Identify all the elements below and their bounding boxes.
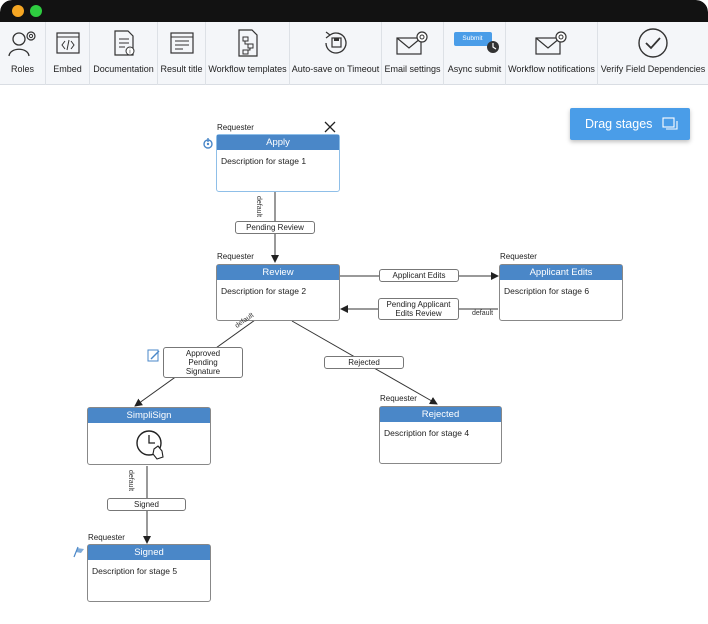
async-submit-button[interactable]: Submit Async submit	[444, 22, 506, 85]
email-settings-icon	[395, 31, 428, 55]
email-settings-label: Email settings	[384, 64, 441, 74]
roles-button[interactable]: Roles	[0, 22, 46, 85]
stage-rejected[interactable]: Rejected Description for stage 4	[379, 406, 502, 464]
verify-field-dependencies-label: Verify Field Dependencies	[600, 64, 706, 74]
edge-pending-review[interactable]: Pending Review	[235, 221, 315, 234]
minimize-dot[interactable]	[12, 5, 24, 17]
verify-icon	[638, 28, 668, 58]
edge-approved-line1: Approved	[185, 349, 221, 358]
close-icon[interactable]	[324, 121, 336, 133]
stage-rejected-description: Description for stage 4	[384, 428, 470, 438]
edge-pending-applicant-edits-review[interactable]: Pending Applicant Edits Review	[378, 298, 459, 320]
async-submit-icon: Submit	[450, 30, 500, 56]
embed-icon	[55, 32, 80, 54]
result-title-icon	[169, 32, 194, 54]
auto-save-button[interactable]: Auto-save on Timeout	[290, 22, 382, 85]
edge-rejected[interactable]: Rejected	[324, 356, 404, 369]
edge-default-tag-simplisign: default	[127, 470, 134, 492]
workflow-notifications-label: Workflow notifications	[508, 64, 595, 74]
toolbar: Roles Embed i	[0, 22, 708, 85]
stage-review-description: Description for stage 2	[221, 286, 307, 296]
rejected-role: Requester	[380, 394, 417, 403]
drag-stages-icon	[662, 117, 678, 130]
edge-approved-line2: Pending	[188, 358, 218, 367]
result-title-label: Result title	[160, 64, 203, 74]
email-settings-button[interactable]: Email settings	[382, 22, 444, 85]
documentation-button[interactable]: i Documentation	[90, 22, 158, 85]
documentation-label: Documentation	[93, 64, 154, 74]
drag-stages-button[interactable]: Drag stages	[570, 108, 690, 140]
stage-applicant-edits-description: Description for stage 6	[504, 286, 590, 296]
stage-apply[interactable]: Apply Description for stage 1	[216, 134, 340, 192]
auto-save-icon	[324, 31, 347, 54]
apply-role: Requester	[217, 123, 254, 132]
workflow-notifications-icon	[534, 31, 567, 55]
stage-signed[interactable]: Signed Description for stage 5	[87, 544, 211, 602]
edge-default-tag-applicant: default	[472, 310, 494, 317]
edge-signed[interactable]: Signed	[107, 498, 186, 511]
stage-review[interactable]: Review Description for stage 2	[216, 264, 340, 321]
review-role: Requester	[217, 252, 254, 261]
edge-pending-applicant-edits-review-line1: Pending Applicant	[386, 300, 451, 309]
stage-apply-description: Description for stage 1	[221, 156, 307, 166]
signature-edit-icon	[147, 349, 160, 362]
svg-text:i: i	[129, 49, 131, 56]
auto-save-label: Auto-save on Timeout	[291, 64, 380, 74]
stage-simplisign[interactable]: SimpliSign	[87, 407, 211, 465]
finish-flag-icon	[73, 546, 84, 558]
result-title-button[interactable]: Result title	[158, 22, 206, 85]
stage-applicant-edits[interactable]: Applicant Edits Description for stage 6	[499, 264, 623, 321]
stage-signed-title: Signed	[88, 545, 210, 560]
stage-apply-title: Apply	[217, 135, 339, 150]
stage-signed-description: Description for stage 5	[92, 566, 178, 576]
edge-pending-applicant-edits-review-line2: Edits Review	[395, 309, 442, 318]
clock-hand-icon	[136, 430, 164, 460]
workflow-templates-icon	[237, 29, 258, 57]
signed-role: Requester	[88, 533, 125, 542]
embed-label: Embed	[53, 64, 82, 74]
embed-button[interactable]: Embed	[46, 22, 90, 85]
roles-icon	[7, 31, 36, 57]
applicant-edits-role: Requester	[500, 252, 537, 261]
workflow-templates-button[interactable]: Workflow templates	[206, 22, 290, 85]
workflow-notifications-button[interactable]: Workflow notifications	[506, 22, 598, 85]
submit-badge: Submit	[453, 32, 492, 46]
title-bar	[0, 0, 708, 22]
edge-default-tag: default	[255, 196, 262, 218]
stage-simplisign-title: SimpliSign	[88, 408, 210, 423]
stage-applicant-edits-title: Applicant Edits	[500, 265, 622, 280]
roles-label: Roles	[10, 64, 34, 74]
edge-approved-line3: Signature	[185, 367, 221, 376]
start-stage-icon	[203, 138, 213, 149]
documentation-icon: i	[113, 30, 134, 56]
stage-review-title: Review	[217, 265, 339, 280]
drag-stages-label: Drag stages	[585, 117, 653, 131]
workflow-templates-label: Workflow templates	[208, 64, 287, 74]
async-submit-label: Async submit	[447, 64, 502, 74]
edge-applicant-edits[interactable]: Applicant Edits	[379, 269, 459, 282]
edge-approved-pending-signature[interactable]: Approved Pending Signature	[163, 347, 243, 378]
stage-rejected-title: Rejected	[380, 407, 501, 422]
maximize-dot[interactable]	[30, 5, 42, 17]
verify-field-dependencies-button[interactable]: Verify Field Dependencies	[598, 22, 708, 85]
